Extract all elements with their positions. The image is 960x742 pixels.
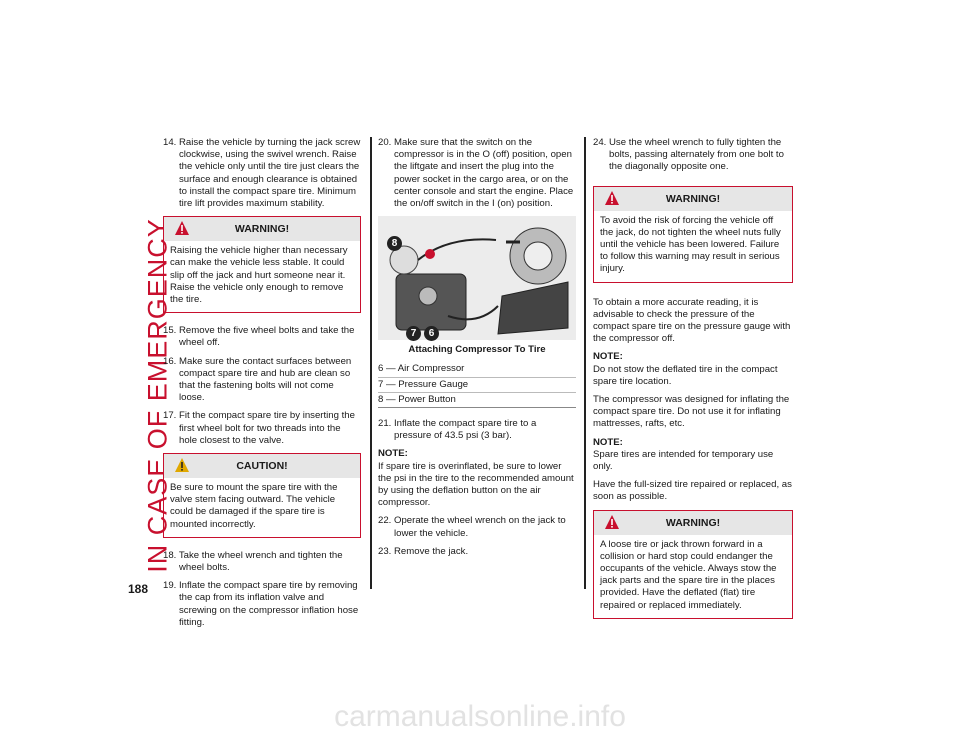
warning-text: A loose tire or jack thrown forward in a… bbox=[600, 538, 777, 611]
column-divider bbox=[370, 137, 372, 589]
step-20: 20. Make sure that the switch on the com… bbox=[378, 137, 574, 210]
warning-triangle-icon bbox=[175, 221, 189, 236]
legend-item: 7 — Pressure Gauge bbox=[378, 378, 576, 393]
note-title: NOTE: bbox=[378, 448, 408, 460]
compressor-illustration bbox=[378, 216, 576, 341]
figure-caption: Attaching Compressor To Tire bbox=[408, 344, 546, 356]
callout-8: 8 bbox=[387, 236, 402, 252]
step-21: 21. Inflate the compact spare tire to a … bbox=[378, 418, 537, 442]
paragraph: The compressor was designed for inflatin… bbox=[593, 394, 790, 430]
warning-text: Raising the vehicle higher than necessar… bbox=[170, 245, 348, 306]
step-14: 14. Raise the vehicle by turning the jac… bbox=[163, 137, 361, 210]
warning-box: WARNING! Raising the vehicle higher than… bbox=[163, 216, 361, 314]
column-1: 14. Raise the vehicle by turning the jac… bbox=[163, 137, 361, 635]
watermark: carmanualsonline.info bbox=[334, 700, 626, 733]
step-22: 22. Operate the wheel wrench on the jack… bbox=[378, 515, 566, 539]
column-2: 20. Make sure that the switch on the com… bbox=[378, 137, 576, 564]
column-divider bbox=[584, 137, 586, 589]
step-15: 15. Remove the five wheel bolts and take… bbox=[163, 325, 355, 349]
warning-title: WARNING! bbox=[665, 192, 721, 205]
paragraph: Have the full-sized tire repaired or rep… bbox=[593, 479, 792, 503]
column-3: 24. Use the wheel wrench to fully tighte… bbox=[593, 137, 793, 631]
step-23: 23. Remove the jack. bbox=[378, 545, 469, 557]
legend-item: 8 — Power Button bbox=[378, 393, 576, 409]
step-18: 18. Take the wheel wrench and tighten th… bbox=[163, 549, 343, 574]
note-title: NOTE: bbox=[593, 351, 623, 363]
note-text: Do not stow the deflated tire in the com… bbox=[593, 363, 778, 387]
warning-title: WARNING! bbox=[234, 223, 290, 236]
caution-box: CAUTION! Be sure to mount the spare tire… bbox=[163, 453, 361, 538]
note-title: NOTE: bbox=[593, 436, 623, 448]
page-number: 188 bbox=[128, 582, 149, 596]
caution-triangle-icon bbox=[175, 458, 189, 473]
step-19: 19. Inflate the compact spare tire by re… bbox=[163, 580, 359, 628]
caution-text: Be sure to mount the spare tire with the… bbox=[170, 482, 338, 530]
warning-text: To avoid the risk of forcing the vehicle… bbox=[600, 214, 781, 275]
warning-header: WARNING! bbox=[594, 186, 792, 211]
callout-6: 6 bbox=[424, 326, 439, 342]
step-24: 24. Use the wheel wrench to fully tighte… bbox=[593, 137, 784, 173]
step-16: 16. Make sure the contact surfaces betwe… bbox=[163, 355, 352, 404]
warning-box: WARNING! To avoid the risk of forcing th… bbox=[593, 185, 793, 283]
caution-header: CAUTION! bbox=[164, 454, 360, 479]
figure-legend: 6 — Air Compressor 7 — Pressure Gauge 8 … bbox=[378, 362, 576, 409]
warning-header: WARNING! bbox=[164, 217, 360, 242]
warning-header: WARNING! bbox=[594, 510, 792, 535]
step-17: 17. Fit the compact spare tire by insert… bbox=[163, 410, 355, 446]
note-text: Spare tires are intended for temporary u… bbox=[593, 448, 774, 473]
warning-title: WARNING! bbox=[665, 516, 721, 529]
compressor-figure: 8 7 6 bbox=[378, 216, 576, 342]
warning-triangle-icon bbox=[605, 514, 619, 529]
caution-title: CAUTION! bbox=[236, 460, 288, 473]
paragraph: To obtain a more accurate reading, it is… bbox=[593, 296, 791, 345]
warning-box: WARNING! A loose tire or jack thrown for… bbox=[593, 509, 793, 619]
note-text: If spare tire is overinflated, be sure t… bbox=[378, 460, 574, 509]
legend-item: 6 — Air Compressor bbox=[378, 362, 576, 378]
callout-7: 7 bbox=[406, 326, 421, 342]
warning-triangle-icon bbox=[605, 190, 619, 205]
